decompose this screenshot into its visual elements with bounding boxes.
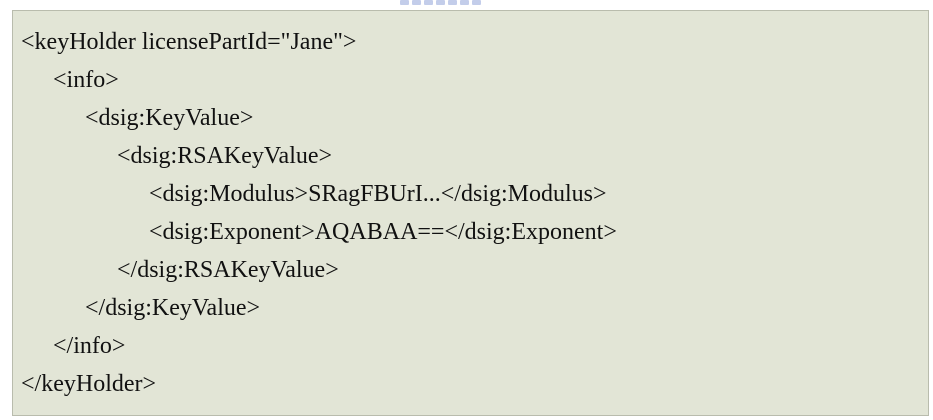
artifact-mark xyxy=(412,0,421,5)
artifact-mark xyxy=(472,0,481,5)
xml-line-modulus: <dsig:Modulus>SRagFBUrI...</dsig:Modulus… xyxy=(149,181,607,207)
xml-line-rsakeyvalue-close: </dsig:RSAKeyValue> xyxy=(117,257,339,283)
artifact-mark xyxy=(424,0,433,5)
xml-line-info-close: </info> xyxy=(53,333,126,359)
artifact-mark xyxy=(436,0,445,5)
xml-code-block: <keyHolder licensePartId="Jane"> <info> … xyxy=(12,10,929,416)
artifact-mark xyxy=(460,0,469,5)
artifact-mark xyxy=(400,0,409,5)
xml-line-info-open: <info> xyxy=(53,67,119,93)
xml-line-keyholder-open: <keyHolder licensePartId="Jane"> xyxy=(21,29,357,55)
xml-line-keyvalue-open: <dsig:KeyValue> xyxy=(85,105,254,131)
artifact-mark xyxy=(448,0,457,5)
cropped-header-artifact xyxy=(400,0,520,8)
xml-line-rsakeyvalue-open: <dsig:RSAKeyValue> xyxy=(117,143,333,169)
xml-line-keyvalue-close: </dsig:KeyValue> xyxy=(85,295,261,321)
xml-line-keyholder-close: </keyHolder> xyxy=(21,371,157,397)
xml-line-exponent: <dsig:Exponent>AQABAA==</dsig:Exponent> xyxy=(149,219,617,245)
xml-code-lines: <keyHolder licensePartId="Jane"> <info> … xyxy=(21,23,617,403)
